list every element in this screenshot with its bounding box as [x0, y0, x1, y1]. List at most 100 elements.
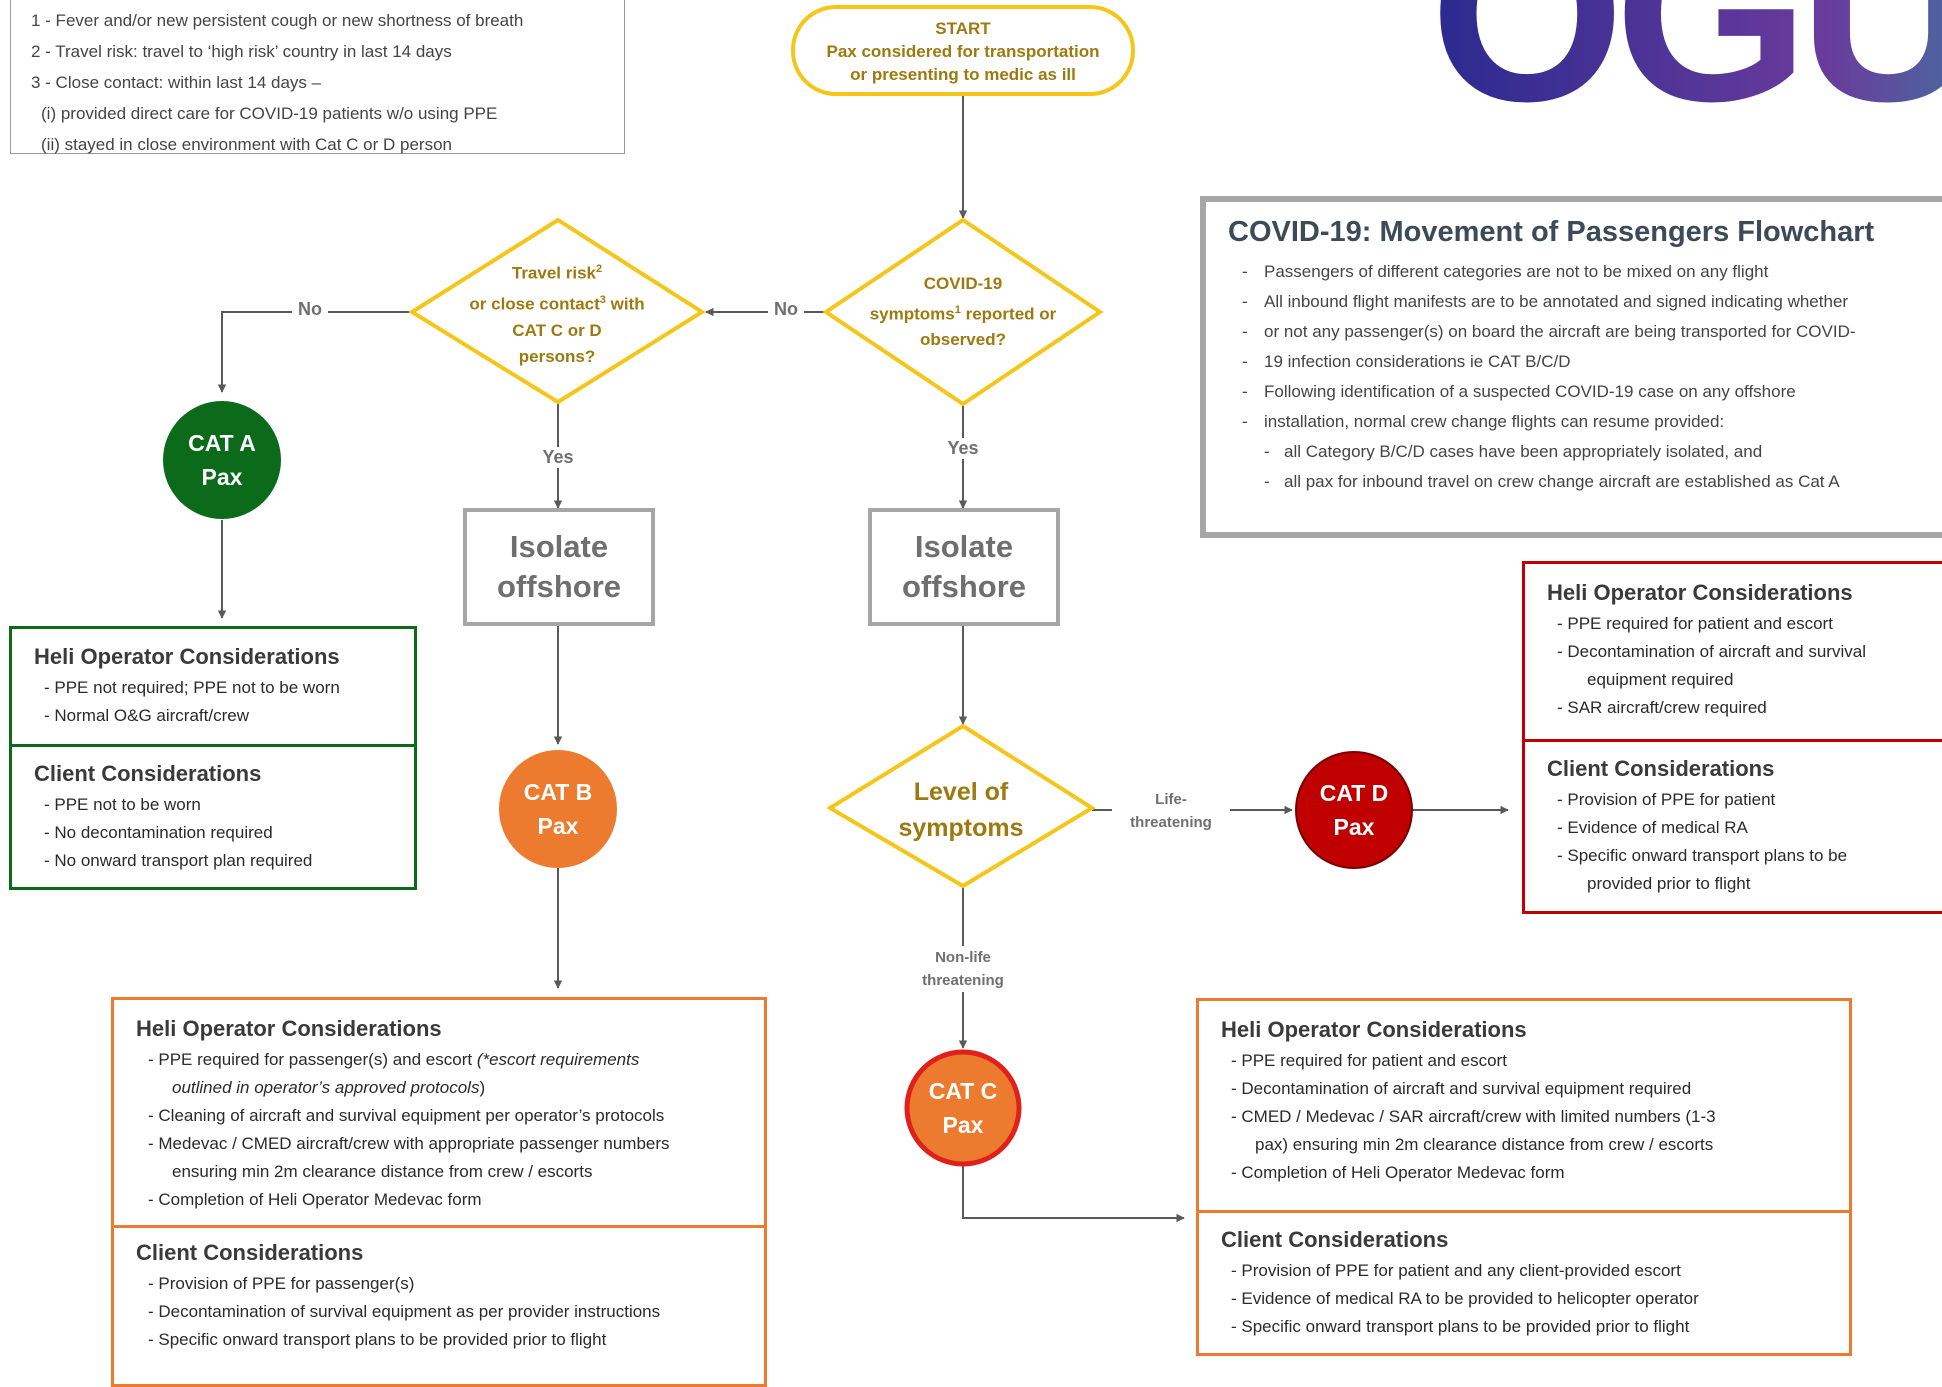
cat-b-heli-item-cont: ensuring min 2m clearance distance from …	[172, 1162, 593, 1181]
cat-d-client-title: Client Considerations	[1547, 756, 1775, 781]
cat-b-circle	[499, 750, 617, 868]
covid-q-line-3: observed?	[920, 330, 1006, 350]
cat-a-circle	[163, 401, 281, 519]
cat-a-client-item: - No onward transport plan required	[44, 851, 313, 870]
cat-b-client-section: Client Considerations - Provision of PPE…	[114, 1228, 764, 1354]
cat-c-heli-section: Heli Operator Considerations - PPE requi…	[1199, 1001, 1849, 1213]
isolate-right-shape	[868, 508, 1060, 626]
cat-d-heli-section: Heli Operator Considerations - PPE requi…	[1525, 564, 1942, 742]
cat-d-pax: CAT D Pax	[1296, 752, 1412, 868]
level-q-line-2: symptoms	[898, 814, 1024, 842]
cat-d-heli-item: - SAR aircraft/crew required	[1557, 698, 1767, 717]
panel-subitem: all pax for inbound travel on crew chang…	[1228, 467, 1942, 497]
footnote-definitions-box: 1 - Fever and/or new persistent cough or…	[10, 0, 625, 154]
cat-d-heli-item-cont: equipment required	[1587, 670, 1734, 689]
cat-b-client-title: Client Considerations	[136, 1240, 364, 1265]
cat-c-circle	[904, 1049, 1022, 1167]
edge-label-yes-left: Yes	[536, 447, 580, 468]
definition-2: 2 - Travel risk: travel to ‘high risk’ c…	[31, 42, 452, 61]
cat-b-considerations: Heli Operator Considerations - PPE requi…	[111, 997, 767, 1387]
cat-a-client-title: Client Considerations	[34, 761, 262, 786]
panel-item-cont: or not any passenger(s) on board the air…	[1228, 317, 1942, 347]
definition-3: 3 - Close contact: within last 14 days –	[31, 73, 322, 92]
isolate-left-line-1: Isolate	[509, 529, 609, 564]
cat-b-heli-title: Heli Operator Considerations	[136, 1016, 442, 1041]
cat-d-circle	[1295, 751, 1413, 869]
isolate-offshore-left: Isolate offshore	[465, 510, 653, 624]
travel-decision-shape	[408, 217, 706, 405]
cat-c-pax: CAT C Pax	[907, 1052, 1019, 1164]
covid-q-line-1: COVID-19	[923, 273, 1003, 293]
cat-b-heli-section: Heli Operator Considerations - PPE requi…	[114, 1000, 764, 1228]
travel-q-line-3: CAT C or D	[512, 320, 602, 340]
cat-b-label: CAT B	[523, 779, 593, 805]
cat-c-client-item: - Evidence of medical RA to be provided …	[1231, 1289, 1699, 1308]
cat-d-client-item-cont: provided prior to flight	[1587, 874, 1751, 893]
edge-label-non-life-threatening: Non-life threatening	[903, 946, 1023, 992]
cat-b-heli-item: - Cleaning of aircraft and survival equi…	[148, 1106, 665, 1125]
cat-b-heli-item: - Medevac / CMED aircraft/crew with appr…	[148, 1134, 670, 1153]
cat-c-label: CAT C	[928, 1078, 998, 1104]
panel-subitem: all Category B/C/D cases have been appro…	[1228, 437, 1942, 467]
cat-a-heli-section: Heli Operator Considerations - PPE not r…	[12, 629, 414, 747]
cat-d-considerations: Heli Operator Considerations - PPE requi…	[1522, 561, 1942, 914]
cat-a-heli-item: - Normal O&G aircraft/crew	[44, 706, 249, 725]
cat-c-heli-item: - PPE required for patient and escort	[1231, 1051, 1507, 1070]
cat-d-label: CAT D	[1319, 780, 1389, 806]
edge-label-yes-right: Yes	[941, 438, 985, 459]
panel-item: Following identification of a suspected …	[1228, 377, 1942, 407]
cat-c-heli-item: - Decontamination of aircraft and surviv…	[1231, 1079, 1692, 1098]
cat-c-client-item: - Specific onward transport plans to be …	[1231, 1317, 1690, 1336]
cat-c-sub: Pax	[942, 1112, 984, 1138]
edge-label-life-threatening: Life- threatening	[1112, 788, 1230, 834]
cat-b-client-item: - Specific onward transport plans to be …	[148, 1330, 607, 1349]
travel-q-line-1: Travel risk2	[511, 263, 603, 283]
cat-b-client-item: - Decontamination of survival equipment …	[148, 1302, 661, 1321]
start-line-3: or presenting to medic as ill	[850, 65, 1076, 84]
nonlife-line-2: threatening	[922, 972, 1004, 989]
isolate-left-shape	[463, 508, 655, 626]
cat-b-heli-item: - Completion of Heli Operator Medevac fo…	[148, 1190, 482, 1209]
edge-label-no-left: No	[292, 299, 328, 320]
cat-c-client-section: Client Considerations - Provision of PPE…	[1199, 1213, 1849, 1341]
travel-q-line-2: or close contact3 with	[469, 294, 645, 314]
start-label: START	[935, 19, 991, 38]
covid-symptoms-decision: COVID-19 symptoms1 reported or observed?	[826, 262, 1100, 362]
cat-c-heli-item: - CMED / Medevac / SAR aircraft/crew wit…	[1231, 1107, 1716, 1126]
isolate-right-line-2: offshore	[902, 569, 1026, 604]
definition-3-ii: (ii) stayed in close environment with Ca…	[41, 135, 452, 154]
cat-a-considerations: Heli Operator Considerations - PPE not r…	[9, 626, 417, 890]
isolate-offshore-right: Isolate offshore	[870, 510, 1058, 624]
definition-1: 1 - Fever and/or new persistent cough or…	[31, 11, 524, 30]
cat-c-considerations: Heli Operator Considerations - PPE requi…	[1196, 998, 1852, 1356]
cat-a-heli-item: - PPE not required; PPE not to be worn	[44, 678, 340, 697]
covid-decision-shape	[822, 217, 1104, 407]
flowchart-info-panel: COVID-19: Movement of Passengers Flowcha…	[1200, 196, 1942, 538]
edge-catc-to-box	[962, 1160, 1185, 1223]
cat-d-sub: Pax	[1333, 814, 1375, 840]
start-line-2: Pax considered for transportation	[826, 42, 1100, 61]
logo-text: OGUK	[1430, 0, 1942, 120]
cat-d-client-item: - Provision of PPE for patient	[1557, 790, 1776, 809]
cat-b-pax: CAT B Pax	[499, 750, 617, 868]
edge-label-no-right: No	[768, 299, 804, 320]
cat-a-heli-title: Heli Operator Considerations	[34, 644, 340, 669]
cat-a-client-item: - PPE not to be worn	[44, 795, 201, 814]
panel-item-cont: installation, normal crew change flights…	[1228, 407, 1942, 437]
cat-c-heli-item-cont: pax) ensuring min 2m clearance distance …	[1255, 1135, 1714, 1154]
start-node-shape	[791, 5, 1135, 96]
definition-3-i: (i) provided direct care for COVID-19 pa…	[41, 104, 498, 123]
cat-a-pax: CAT A Pax	[163, 401, 281, 519]
covid-q-line-2: symptoms1 reported or	[869, 303, 1057, 324]
cat-d-client-section: Client Considerations - Provision of PPE…	[1525, 742, 1942, 898]
cat-b-client-item: - Provision of PPE for passenger(s)	[148, 1274, 415, 1293]
nonlife-line-1: Non-life	[935, 949, 991, 966]
travel-q-line-4: persons?	[518, 346, 596, 366]
cat-b-heli-item-cont: outlined in operator’s approved protocol…	[172, 1078, 486, 1097]
isolate-right-line-1: Isolate	[914, 529, 1014, 564]
travel-risk-decision: Travel risk2 or close contact3 with CAT …	[412, 250, 702, 376]
panel-item: All inbound flight manifests are to be a…	[1228, 287, 1942, 317]
panel-title: COVID-19: Movement of Passengers Flowcha…	[1228, 216, 1875, 248]
cat-a-client-item: - No decontamination required	[44, 823, 273, 842]
